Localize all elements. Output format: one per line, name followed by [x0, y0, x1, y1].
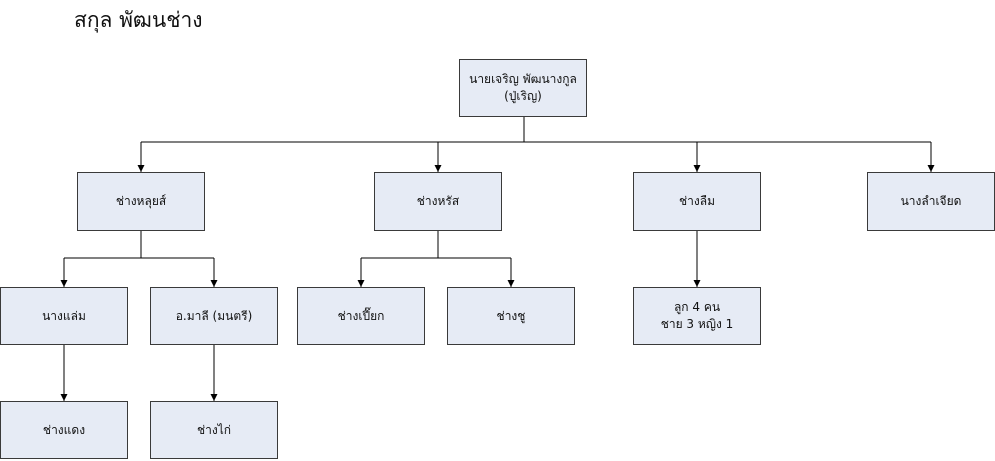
node-nang-laem[interactable]: นางแล่ม [0, 287, 128, 345]
node-nang-laem-label: นางแล่ม [42, 308, 86, 323]
node-nang-lamchiat-label: นางลำเจียด [900, 194, 962, 208]
node-chang-piak[interactable]: ช่างเปี๊ยก [297, 287, 425, 345]
node-chang-chu-label: ช่างชู [496, 308, 526, 323]
node-children-4-label: ลูก 4 คน ชาย 3 หญิง 1 [660, 300, 734, 331]
node-chang-luem[interactable]: ช่างลืม [633, 172, 761, 231]
node-chang-daeng[interactable]: ช่างแดง [0, 401, 128, 459]
node-chang-daeng-label: ช่างแดง [42, 422, 86, 437]
node-a-mali[interactable]: อ.มาลี (มนตรี) [150, 287, 278, 345]
node-a-mali-label: อ.มาลี (มนตรี) [175, 308, 253, 323]
node-root-label: นายเจริญ พัฒนางกูล (ปู่เริญ) [469, 72, 577, 103]
node-chang-rat-label: ช่างหรัส [416, 194, 460, 208]
node-chang-chu[interactable]: ช่างชู [447, 287, 575, 345]
node-chang-kai-label: ช่างไก่ [196, 422, 232, 437]
node-chang-luis[interactable]: ช่างหลุยส์ [77, 172, 205, 231]
node-nang-lamchiat[interactable]: นางลำเจียด [867, 172, 995, 231]
diagram-title: สกุล พัฒนช่าง [74, 8, 203, 32]
node-chang-kai[interactable]: ช่างไก่ [150, 401, 278, 459]
node-chang-rat[interactable]: ช่างหรัส [374, 172, 502, 231]
node-children-4[interactable]: ลูก 4 คน ชาย 3 หญิง 1 [633, 287, 761, 345]
node-chang-luis-label: ช่างหลุยส์ [115, 194, 167, 208]
node-root[interactable]: นายเจริญ พัฒนางกูล (ปู่เริญ) [459, 59, 587, 117]
node-chang-luem-label: ช่างลืม [678, 194, 715, 208]
node-chang-piak-label: ช่างเปี๊ยก [337, 308, 385, 323]
